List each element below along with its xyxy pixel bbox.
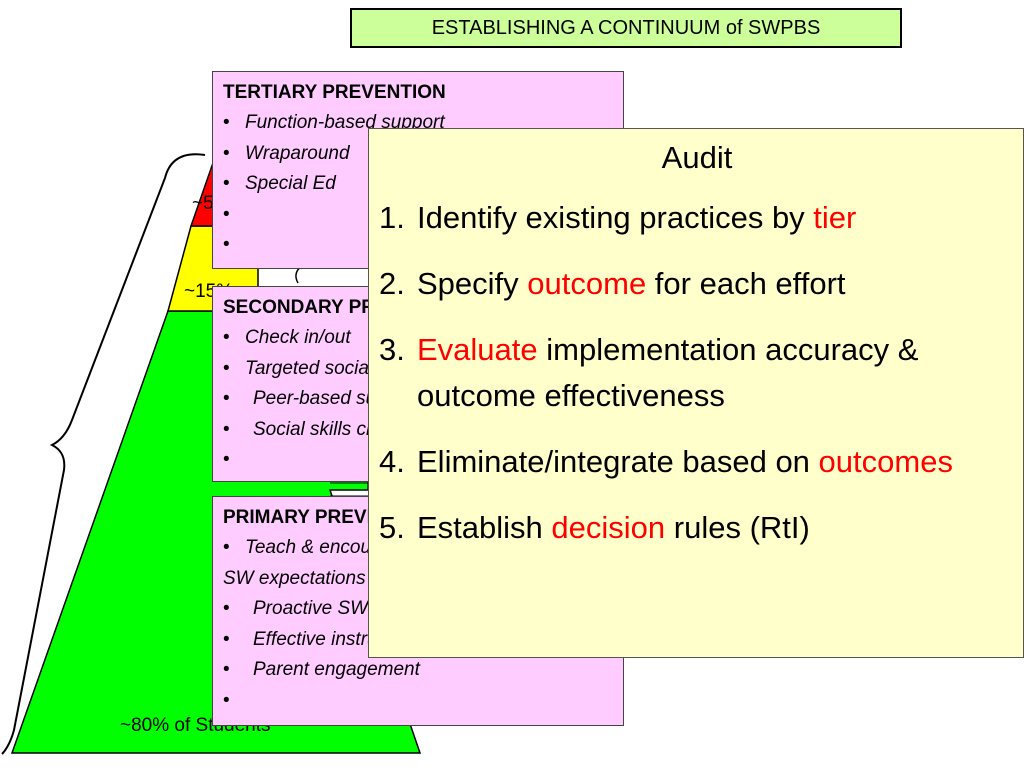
bullet-icon: • <box>223 142 230 164</box>
list-item: • <box>223 686 613 717</box>
audit-step: 4. Eliminate/integrate based on outcomes <box>379 439 1019 485</box>
list-item-text: Function-based support <box>245 112 445 133</box>
bullet-icon: • <box>223 537 230 558</box>
bullet-icon: • <box>223 659 230 680</box>
audit-step: 3. Evaluate implementation accuracy & out… <box>379 327 1019 419</box>
bullet-icon: • <box>223 112 230 133</box>
step-text: implementation accuracy & outcome effect… <box>417 332 919 413</box>
step-number: 1. <box>379 200 405 235</box>
step-highlight: tier <box>813 200 857 235</box>
step-highlight: outcomes <box>818 444 953 479</box>
audit-title: Audit <box>661 140 733 175</box>
step-number: 2. <box>379 266 405 301</box>
bullet-icon: • <box>223 598 230 619</box>
list-item-text: Parent engagement <box>253 659 420 680</box>
left-brace-icon <box>1 153 206 755</box>
list-item-text: SW expectations <box>223 567 366 589</box>
list-item: • Check in/out <box>223 323 613 354</box>
bullet-icon: • <box>223 449 230 470</box>
list-item: • Social skills club <box>223 415 613 446</box>
list-item: • <box>223 200 613 231</box>
bullet-icon: • <box>223 628 230 650</box>
list-item-text: Special Ed <box>245 173 336 194</box>
list-item: • Wraparound <box>223 139 613 170</box>
bullet-icon: • <box>223 173 230 194</box>
list-item: • Function-based support <box>223 108 613 139</box>
list-item-continuation: SW expectations <box>223 564 613 595</box>
bullet-icon: • <box>223 388 230 409</box>
tertiary-title: TERTIARY PREVENTION <box>223 82 446 103</box>
step-text: Identify existing practices by <box>417 200 814 235</box>
audit-box: Audit 1. Identify existing practices by t… <box>368 128 1024 658</box>
list-item: • Parent engagement <box>223 655 613 686</box>
bullet-icon: • <box>223 234 230 255</box>
audit-step: 5. Establish decision rules (RtI) <box>379 505 1019 551</box>
bullet-icon: • <box>223 203 230 225</box>
list-item: • <box>223 230 613 261</box>
list-item: • Special Ed <box>223 169 613 200</box>
slide-title-text: ESTABLISHING A CONTINUUM of SWPBS <box>431 16 821 39</box>
step-text: Eliminate/integrate based on <box>417 444 819 479</box>
list-item-text: Social skills club <box>253 418 392 440</box>
bullet-icon: • <box>223 418 230 440</box>
bullet-icon: • <box>223 357 230 379</box>
audit-steps-list: 1. Identify existing practices by tier 2.… <box>379 195 1019 551</box>
step-highlight: decision <box>551 510 666 545</box>
step-text: Establish <box>417 510 552 545</box>
audit-step: 2. Specify outcome for each effort <box>379 261 1019 307</box>
step-highlight: outcome <box>527 266 647 301</box>
step-number: 4. <box>379 444 405 479</box>
step-number: 3. <box>379 332 405 367</box>
step-text: for each effort <box>646 266 846 301</box>
tertiary-list: • Function-based support • Wraparound • Spe… <box>223 108 613 261</box>
audit-step: 1. Identify existing practices by tier <box>379 195 1019 241</box>
bullet-icon: • <box>223 327 230 348</box>
bullet-icon: • <box>223 689 230 711</box>
step-text: Specify <box>417 266 528 301</box>
list-item: • <box>223 445 613 476</box>
step-number: 5. <box>379 510 405 545</box>
slide-title: ESTABLISHING A CONTINUUM of SWPBS <box>350 8 902 48</box>
list-item-text: Wraparound <box>245 142 350 164</box>
step-highlight: Evaluate <box>417 332 538 367</box>
list-item-text: Check in/out <box>245 327 351 348</box>
step-text: rules (RtI) <box>665 510 810 545</box>
